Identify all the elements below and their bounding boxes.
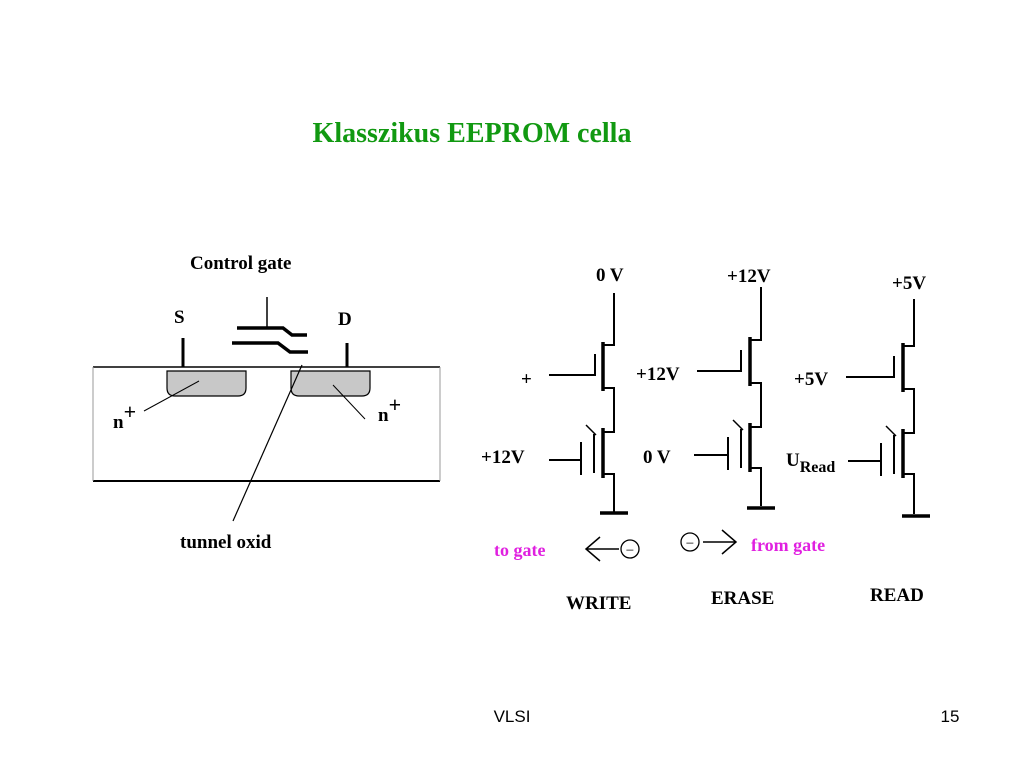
read-cell-gate-main: U: [786, 450, 800, 471]
erase-select-gate: [697, 350, 742, 372]
floating-gate: [232, 341, 308, 354]
erase-cell-drain: [750, 423, 762, 506]
erase-tunnel-mark: [732, 419, 744, 431]
read-circuit: +5V +5V URead READ: [786, 273, 930, 606]
erase-cell-gate-voltage: 0 V: [643, 447, 671, 468]
write-top-voltage: 0 V: [596, 265, 624, 286]
erase-select-gate-voltage: +12V: [636, 364, 680, 385]
drain-n-plus-region: [290, 370, 371, 397]
n-plus-left-sup: +: [124, 399, 137, 424]
read-top-voltage: +5V: [892, 273, 926, 294]
write-electron-icon: [620, 539, 640, 559]
erase-select-drain: [750, 334, 762, 423]
control-gate: [237, 326, 307, 337]
read-select-gate: [846, 356, 895, 378]
page-number: 15: [941, 707, 960, 726]
tunnel-oxide-label: tunnel oxid: [180, 532, 272, 553]
erase-mode-label: ERASE: [711, 588, 774, 609]
read-select-drain: [903, 340, 915, 429]
n-plus-left-label: n+: [113, 399, 136, 433]
n-plus-right-leader: [332, 384, 366, 420]
write-select-gate: [549, 354, 596, 376]
read-mode-label: READ: [870, 585, 924, 606]
source-n-plus-region: [166, 370, 247, 397]
control-gate-label: Control gate: [190, 253, 292, 274]
write-mode-label: WRITE: [566, 593, 631, 614]
write-select-drain: [603, 338, 615, 428]
source-label: S: [174, 307, 185, 328]
footer-left: VLSI: [494, 707, 531, 726]
n-plus-left-leader: [143, 380, 200, 412]
write-flow-label: to gate: [494, 540, 545, 560]
erase-electron-icon: [680, 532, 700, 552]
write-tunnel-mark: [585, 424, 597, 436]
write-electron-sign: −: [626, 543, 634, 559]
n-plus-left-base: n: [113, 412, 124, 433]
write-cell-drain: [603, 428, 615, 512]
n-plus-right-base: n: [378, 405, 389, 426]
n-plus-right-sup: +: [389, 392, 402, 417]
write-cell-gate-voltage: +12V: [481, 447, 525, 468]
erase-circuit: +12V +12V 0 V − from gate ERASE: [636, 266, 825, 609]
read-tunnel-mark: [885, 425, 897, 437]
write-select-gate-voltage: +: [521, 369, 532, 390]
tunnel-oxide-leader: [232, 364, 303, 522]
erase-electron-sign: −: [686, 536, 694, 552]
erase-flow-arrow: [703, 529, 738, 555]
read-cell-drain: [903, 429, 915, 514]
write-circuit: 0 V + +12V to gate − WRITE: [481, 265, 640, 614]
read-select-gate-voltage: +5V: [794, 369, 828, 390]
eeprom-cross-section: Control gate S D n+ n+ tunnel oxid: [92, 253, 441, 553]
read-cell-gate-voltage: URead: [786, 450, 835, 476]
drain-label: D: [338, 309, 352, 330]
slide-title: Klasszikus EEPROM cella: [313, 118, 632, 149]
write-flow-arrow: [584, 536, 619, 562]
erase-top-voltage: +12V: [727, 266, 771, 287]
read-cell-gate-sub: Read: [800, 459, 836, 476]
erase-flow-label: from gate: [751, 535, 825, 555]
n-plus-right-label: n+: [378, 392, 401, 426]
